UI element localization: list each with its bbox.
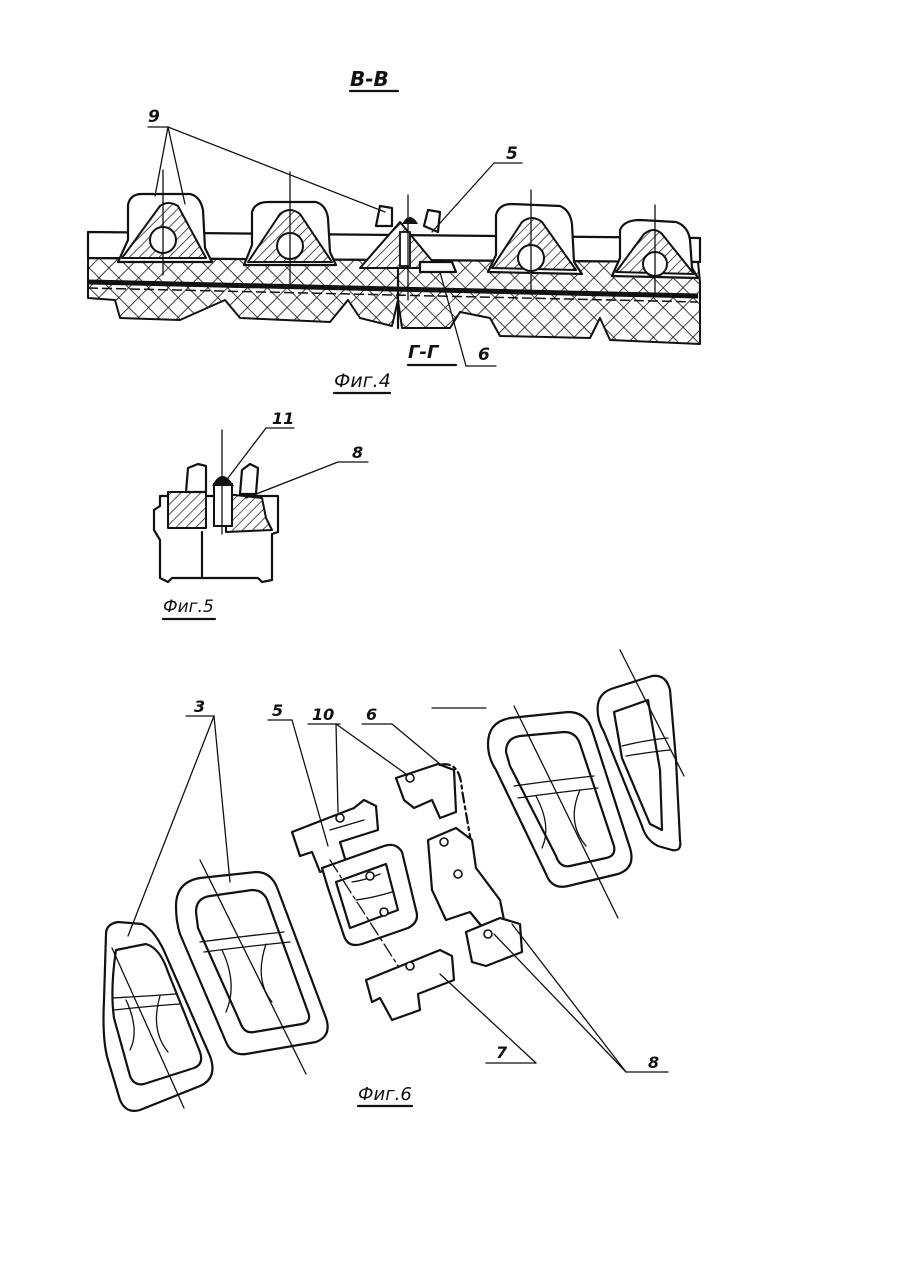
callout-6-leader xyxy=(392,724,440,764)
callout-8-leader-a xyxy=(494,934,626,1072)
figure-6-caption: Фиг.6 xyxy=(358,1084,412,1105)
detail-tooth-right xyxy=(240,464,258,494)
callout-9: 9 xyxy=(148,107,160,127)
connector-block-lower xyxy=(366,950,454,1020)
callout-8-leader-b xyxy=(512,924,626,1072)
callout-5-leader xyxy=(432,163,494,232)
callout-10: 10 xyxy=(312,705,334,724)
callout-3: 3 xyxy=(194,697,205,716)
detail-tooth-left xyxy=(186,464,206,492)
figure-4: В-В xyxy=(88,67,700,393)
callout-7-leader xyxy=(440,974,536,1063)
callout-7: 7 xyxy=(496,1043,508,1062)
callout-8: 8 xyxy=(352,443,363,462)
connector-block-right-mid xyxy=(428,828,506,934)
figure-5: 11 8 Фиг.5 xyxy=(154,409,368,619)
cut-label: Г-Г xyxy=(408,342,440,363)
figure-6: 3 5 10 6 7 8 Фиг.6 xyxy=(104,650,685,1111)
callout-10-leader-a xyxy=(336,724,338,812)
callout-8: 8 xyxy=(648,1053,659,1072)
detail-bolt-head xyxy=(212,476,234,486)
figure-4-caption: Фиг.4 xyxy=(334,370,391,392)
figure-5-caption: Фиг.5 xyxy=(163,597,214,617)
callout-6: 6 xyxy=(478,345,490,365)
callout-8-leader xyxy=(246,462,338,498)
callout-3-leader-b xyxy=(214,716,230,882)
detail-hatch-left xyxy=(168,492,206,528)
callout-10-leader-b xyxy=(336,724,406,774)
callout-5: 5 xyxy=(272,701,283,720)
callout-5: 5 xyxy=(506,144,518,164)
detail-bolt xyxy=(214,484,232,526)
callout-6: 6 xyxy=(366,705,377,724)
callout-9-leader-c xyxy=(168,127,385,212)
callout-11: 11 xyxy=(272,409,294,428)
callout-9-leader-b xyxy=(155,127,168,196)
callout-9-leader-a xyxy=(168,127,185,204)
track-lug xyxy=(118,170,212,275)
section-title: В-В xyxy=(350,67,389,91)
